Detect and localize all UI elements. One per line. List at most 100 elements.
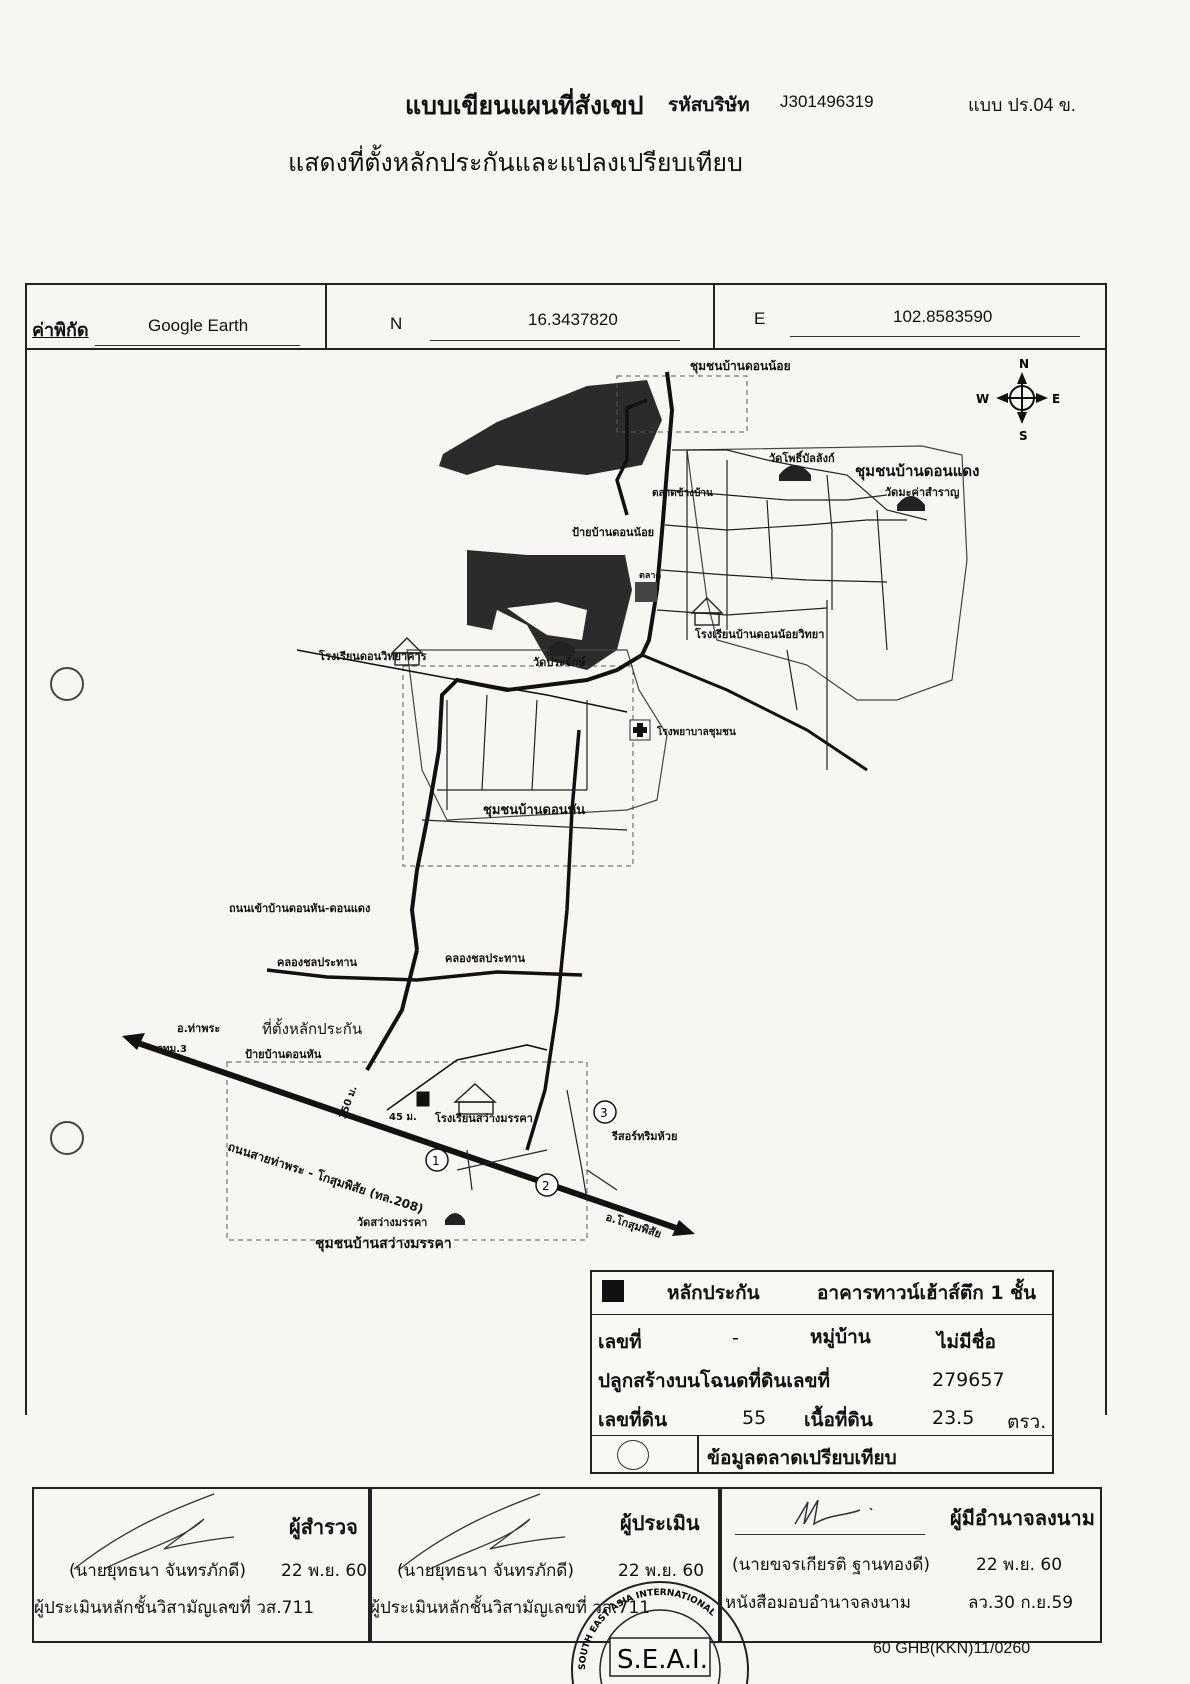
marker-1: 1 — [425, 1148, 449, 1172]
collateral-info-box: หลักประกัน อาคารทาวน์เฮ้าส์ตึก 1 ชั้น เล… — [590, 1270, 1054, 1474]
label-resort: รีสอร์ทริมห้วย — [611, 1130, 678, 1143]
sketch-map: N S E W ชุมชนบ้านดอนน้อย วัดโพธิ์บัลลังก… — [122, 357, 1060, 1252]
label-dir-tha-phra: อ.ท่าพระ — [177, 1022, 220, 1035]
label-canal-2: คลองชลประทาน — [445, 952, 526, 965]
highway — [134, 1039, 683, 1233]
svg-text:2: 2 — [542, 1179, 550, 1193]
label-sign-2: ป้ายบ้านดอนหัน — [245, 1048, 322, 1061]
east-label: E — [754, 309, 766, 328]
temple-icon — [445, 1213, 465, 1225]
svg-text:3: 3 — [600, 1106, 608, 1120]
compass-e: E — [1052, 392, 1060, 406]
authorized-cert-date: ลว.30 ก.ย.59 — [968, 1593, 1074, 1613]
compass-n: N — [1019, 357, 1029, 371]
compass-rose: N S E W — [976, 357, 1060, 443]
north-value: 16.3437820 — [528, 310, 618, 329]
marker-3: 3 — [593, 1100, 617, 1124]
main-road — [525, 729, 581, 1151]
label-temple-3: วัดประจักษ์ — [533, 656, 586, 669]
authorized-date: 22 พ.ย. 60 — [976, 1555, 1063, 1575]
area-value: 23.5 — [932, 1407, 975, 1429]
label-sign-1: ป้ายบ้านดอนน้อย — [572, 526, 654, 539]
deed-no: 279657 — [932, 1369, 1005, 1391]
legend-square — [602, 1280, 624, 1302]
coordinate-row — [25, 283, 1105, 350]
collateral-label: หลักประกัน — [667, 1282, 760, 1304]
comparison-circle — [617, 1440, 649, 1470]
signature-block-authorized: ผู้มีอำนาจลงนาม (นายขจรเกียรติ ฐานทองดี)… — [718, 1487, 1102, 1643]
label-dist-2: 45 ม. — [389, 1112, 417, 1123]
label-road-1: ถนนเข้าบ้านดอนหัน-ดอนแดง — [229, 902, 370, 915]
document-code: 60 GHB(KKN)11/0260 — [873, 1640, 1031, 1657]
label-temple-2: วัดมะค่าสำราญ — [885, 486, 959, 499]
temple-icon — [897, 496, 925, 511]
compass-s: S — [1019, 429, 1028, 443]
surveyor-name: (นายยุทธนา จันทรภักดี) — [69, 1561, 246, 1581]
divider — [325, 283, 327, 348]
authorized-role: ผู้มีอำนาจลงนาม — [950, 1506, 1095, 1530]
temple-icon — [779, 465, 811, 481]
deed-label: ปลูกสร้างบนโฉนดที่ดินเลขที่ — [598, 1370, 830, 1392]
label-temple-4: วัดสว่างมรรคา — [357, 1216, 427, 1229]
stamp-text: S.E.A.I. — [617, 1645, 708, 1675]
binder-hole — [50, 1121, 84, 1155]
label-community-4: ชุมชนบ้านสว่างมรรคา — [315, 1236, 452, 1252]
label-canal-1: คลองชลประทาน — [277, 956, 358, 969]
signature-scribble — [73, 1493, 235, 1570]
main-road — [296, 649, 628, 713]
east-value: 102.8583590 — [893, 307, 993, 326]
underline — [790, 336, 1080, 337]
label-hospital: โรงพยาบาลชุมชน — [656, 725, 736, 738]
community-boundary — [616, 375, 748, 433]
minor-roads — [421, 449, 928, 1201]
appraiser-date: 22 พ.ย. 60 — [618, 1561, 705, 1581]
area-label: เนื้อที่ดิน — [804, 1409, 873, 1431]
arrow-left — [122, 1033, 145, 1050]
label-market-2: ตลาด — [639, 571, 661, 581]
main-road — [365, 949, 419, 1072]
authorized-cert: หนังสือมอบอำนาจลงนาม — [725, 1593, 911, 1613]
area-outline — [406, 649, 668, 821]
dark-field — [439, 380, 662, 475]
svg-text:1: 1 — [432, 1154, 440, 1168]
field-inset — [507, 602, 587, 640]
label-school-2: โรงเรียนบ้านดอนน้อยวิทยา — [694, 627, 824, 641]
label-community-2: ชุมชนบ้านดอนแดง — [855, 462, 979, 481]
signature-block-appraiser: ผู้ประเมิน (นายยุทธนา จันทรภักดี) 22 พ.ย… — [368, 1487, 722, 1643]
label-school-3: โรงเรียนสว่างมรรคา — [434, 1111, 533, 1125]
area-unit: ตรว. — [1007, 1411, 1047, 1433]
signature-scribble — [399, 1493, 566, 1570]
document-title: แบบเขียนแผนที่สังเขป — [405, 91, 644, 120]
map-frame — [25, 283, 1107, 1415]
document-subtitle: แสดงที่ตั้งหลักประกันและแปลงเปรียบเทียบ — [288, 148, 743, 177]
appraiser-role: ผู้ประเมิน — [620, 1511, 700, 1535]
form-code: แบบ ปร.04 ข. — [968, 95, 1076, 115]
main-road — [409, 653, 644, 951]
label-market-1: ตลาดข้างบ้าน — [652, 487, 713, 499]
community-boundary — [402, 665, 634, 867]
comparison-label: ข้อมูลตลาดเปรียบเทียบ — [707, 1447, 897, 1469]
house-no-label: เลขที่ — [598, 1331, 642, 1353]
area-outline — [686, 445, 968, 701]
signature-scribble — [794, 1499, 873, 1526]
house-no: - — [732, 1327, 739, 1349]
school-icon — [690, 597, 724, 626]
underline — [95, 345, 300, 346]
temple-icon — [547, 641, 575, 656]
surveyor-cert: ผู้ประเมินหลักชั้นวิสามัญเลขที่ วส.711 — [34, 1598, 315, 1618]
main-road — [641, 653, 868, 772]
land-no: 55 — [742, 1407, 767, 1429]
label-gas-station: กทม.3 — [157, 1044, 187, 1055]
compass-w: W — [976, 392, 989, 406]
market-icon — [635, 582, 657, 602]
arrow-right — [672, 1220, 695, 1236]
collateral-marker — [416, 1091, 430, 1107]
village-name: ไม่มีชื่อ — [937, 1331, 996, 1353]
company-stamp: S.E.A.I. SOUTH EAST ASIA INTERNATIONAL — [571, 1581, 749, 1684]
main-road — [615, 398, 648, 516]
signature-block-surveyor: ผู้สำรวจ (นายยุทธนา จันทรภักดี) 22 พ.ย. … — [32, 1487, 372, 1643]
company-code: J301496319 — [780, 92, 874, 111]
school-icon — [453, 1083, 497, 1115]
school-icon — [390, 637, 424, 666]
land-no-label: เลขที่ดิน — [598, 1409, 667, 1431]
